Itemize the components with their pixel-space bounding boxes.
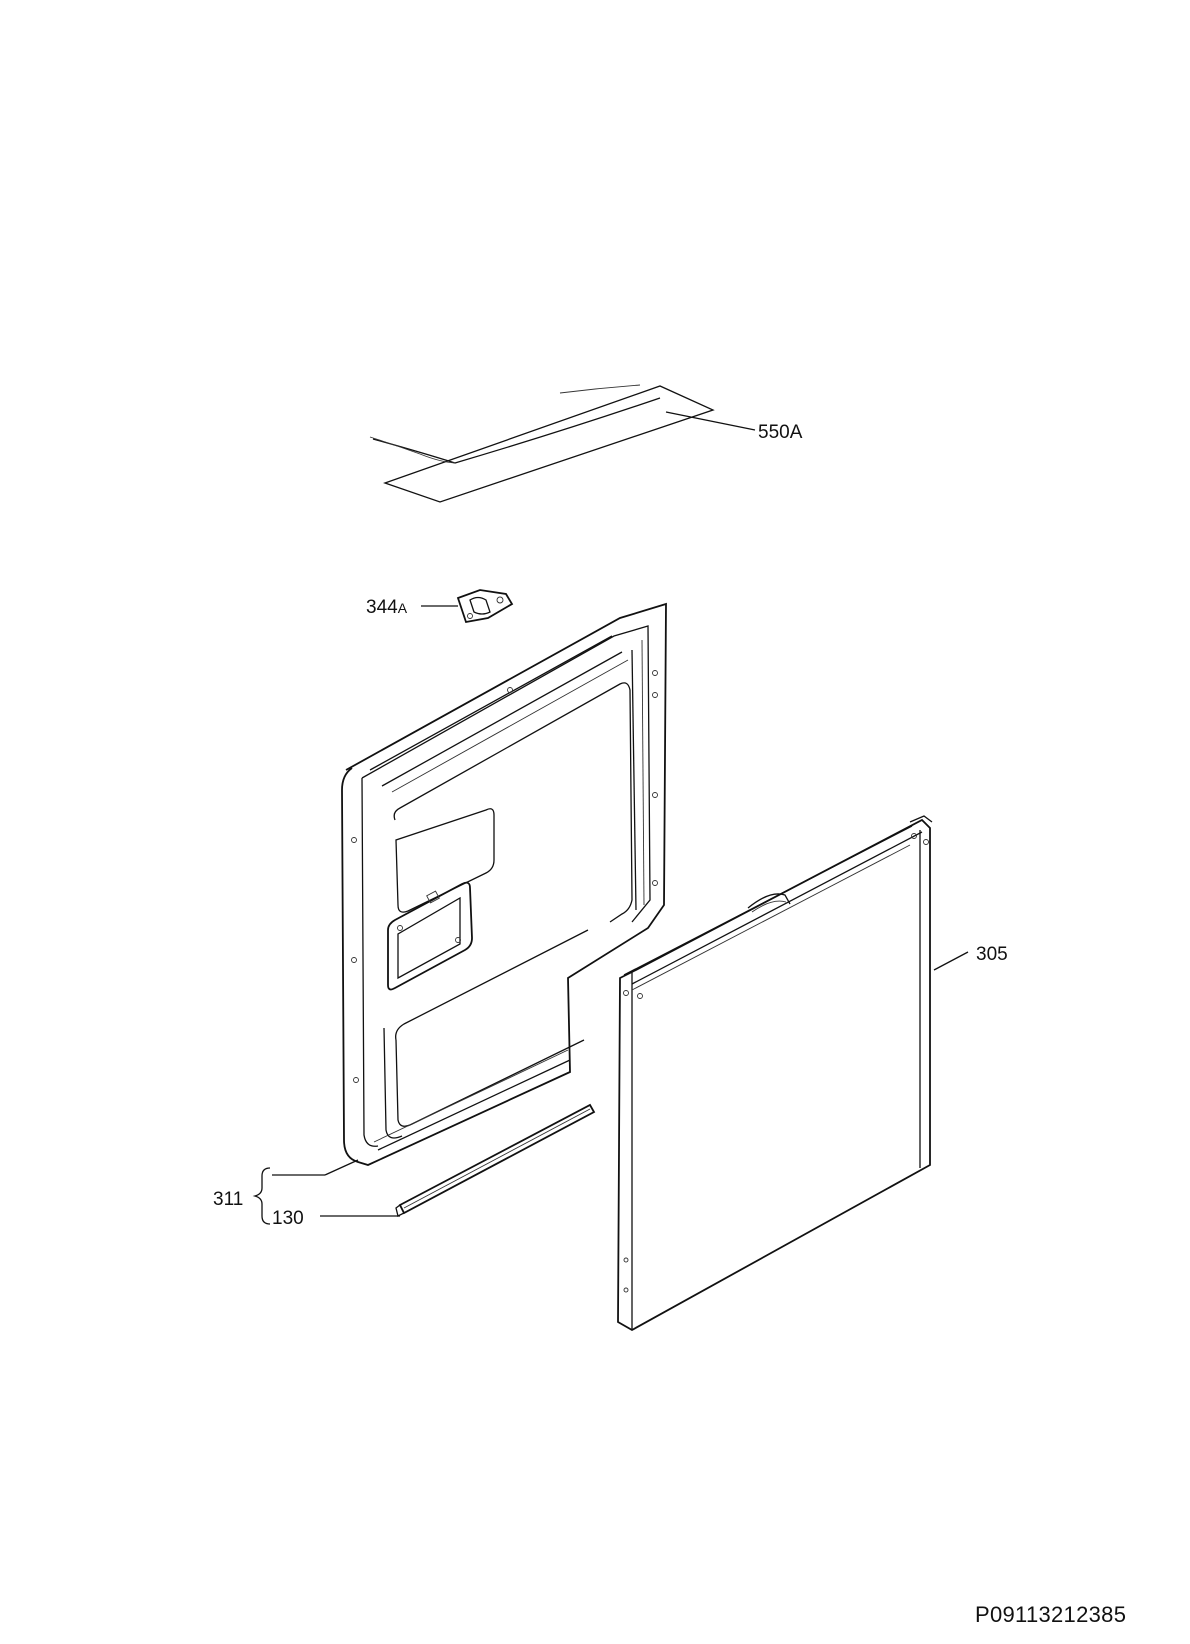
label-344a: 344A [366, 597, 408, 618]
part-550a-insulation-sheet [369, 384, 756, 503]
label-130: 130 [272, 1208, 304, 1229]
label-group-311-130 [252, 1159, 400, 1225]
label-311: 311 [213, 1189, 243, 1210]
label-305: 305 [976, 944, 1008, 965]
label-550a: 550A [758, 422, 803, 443]
part-305-outer-door-panel [617, 815, 969, 1332]
part-311-inner-door [341, 602, 667, 1166]
part-130-bottom-strip [395, 1103, 596, 1217]
part-344a-bracket [421, 589, 514, 624]
document-code: P09113212385 [975, 1602, 1127, 1627]
